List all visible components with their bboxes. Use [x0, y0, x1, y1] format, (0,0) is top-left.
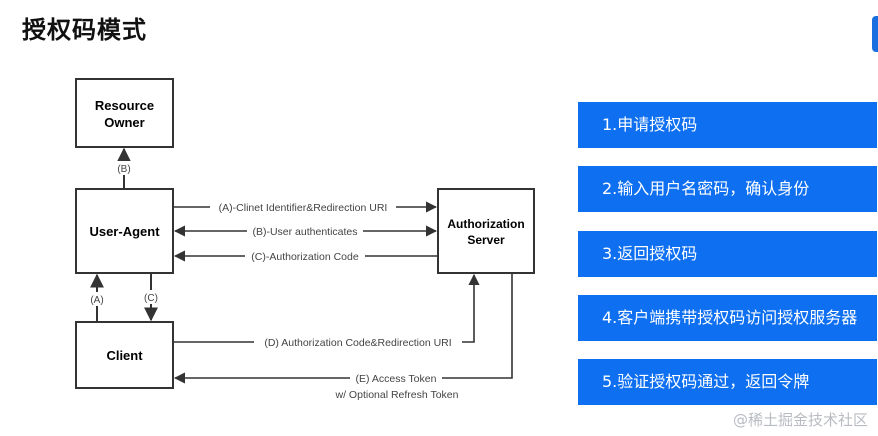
edge-e-token-label: (E) Access Token — [356, 373, 437, 385]
step-2-authenticate[interactable]: 2.输入用户名密码，确认身份 — [578, 166, 877, 212]
oauth-flow-diagram: Resource Owner User-Agent Authorization … — [75, 78, 535, 401]
edge-tab-button[interactable] — [872, 16, 878, 52]
edge-e-token: (E) Access Token w/ Optional Refresh Tok… — [173, 273, 513, 401]
step-5-return-token[interactable]: 5.验证授权码通过，返回令牌 — [578, 359, 877, 405]
edge-a-client-label: (A) — [90, 295, 103, 306]
step-4-client-exchange[interactable]: 4.客户端携带授权码访问授权服务器 — [578, 295, 877, 341]
step-3-return-code[interactable]: 3.返回授权码 — [578, 231, 877, 277]
edge-c-ua: (C)-Authorization Code — [173, 249, 438, 263]
edge-b-owner-label: (B) — [117, 164, 130, 175]
node-resource-owner: Resource Owner — [75, 78, 174, 148]
edge-b-ua-label: (B)-User authenticates — [252, 226, 357, 238]
edge-a-ua-label: (A)-Clinet Identifier&Redirection URI — [219, 202, 388, 214]
edge-c-client-label: (C) — [144, 293, 158, 304]
edge-b-ua: (B)-User authenticates — [173, 224, 438, 238]
node-resource-owner-line1: Resource — [95, 98, 154, 113]
edge-d-client-label: (D) Authorization Code&Redirection URI — [264, 337, 451, 349]
edge-e-token-note: w/ Optional Refresh Token — [335, 389, 459, 401]
page-title: 授权码模式 — [22, 16, 147, 44]
node-resource-owner-line2: Owner — [104, 115, 144, 130]
edge-d-client: (D) Authorization Code&Redirection URI — [173, 273, 480, 349]
node-client: Client — [75, 321, 174, 389]
edge-c-client: (C) — [142, 273, 160, 322]
node-authorization-server: Authorization Server — [437, 188, 535, 274]
node-user-agent-label: User-Agent — [89, 224, 160, 239]
node-client-label: Client — [106, 348, 143, 363]
node-user-agent: User-Agent — [75, 188, 174, 274]
node-authorization-server-line1: Authorization — [447, 217, 524, 231]
node-authorization-server-line2: Server — [467, 233, 505, 247]
watermark: @稀土掘金技术社区 — [732, 411, 868, 429]
step-1-request-code[interactable]: 1.申请授权码 — [578, 102, 877, 148]
edge-a-ua: (A)-Clinet Identifier&Redirection URI — [173, 200, 438, 214]
edge-b-owner: (B) — [115, 147, 133, 189]
edge-a-client: (A) — [88, 273, 106, 322]
edge-c-ua-label: (C)-Authorization Code — [251, 251, 359, 263]
